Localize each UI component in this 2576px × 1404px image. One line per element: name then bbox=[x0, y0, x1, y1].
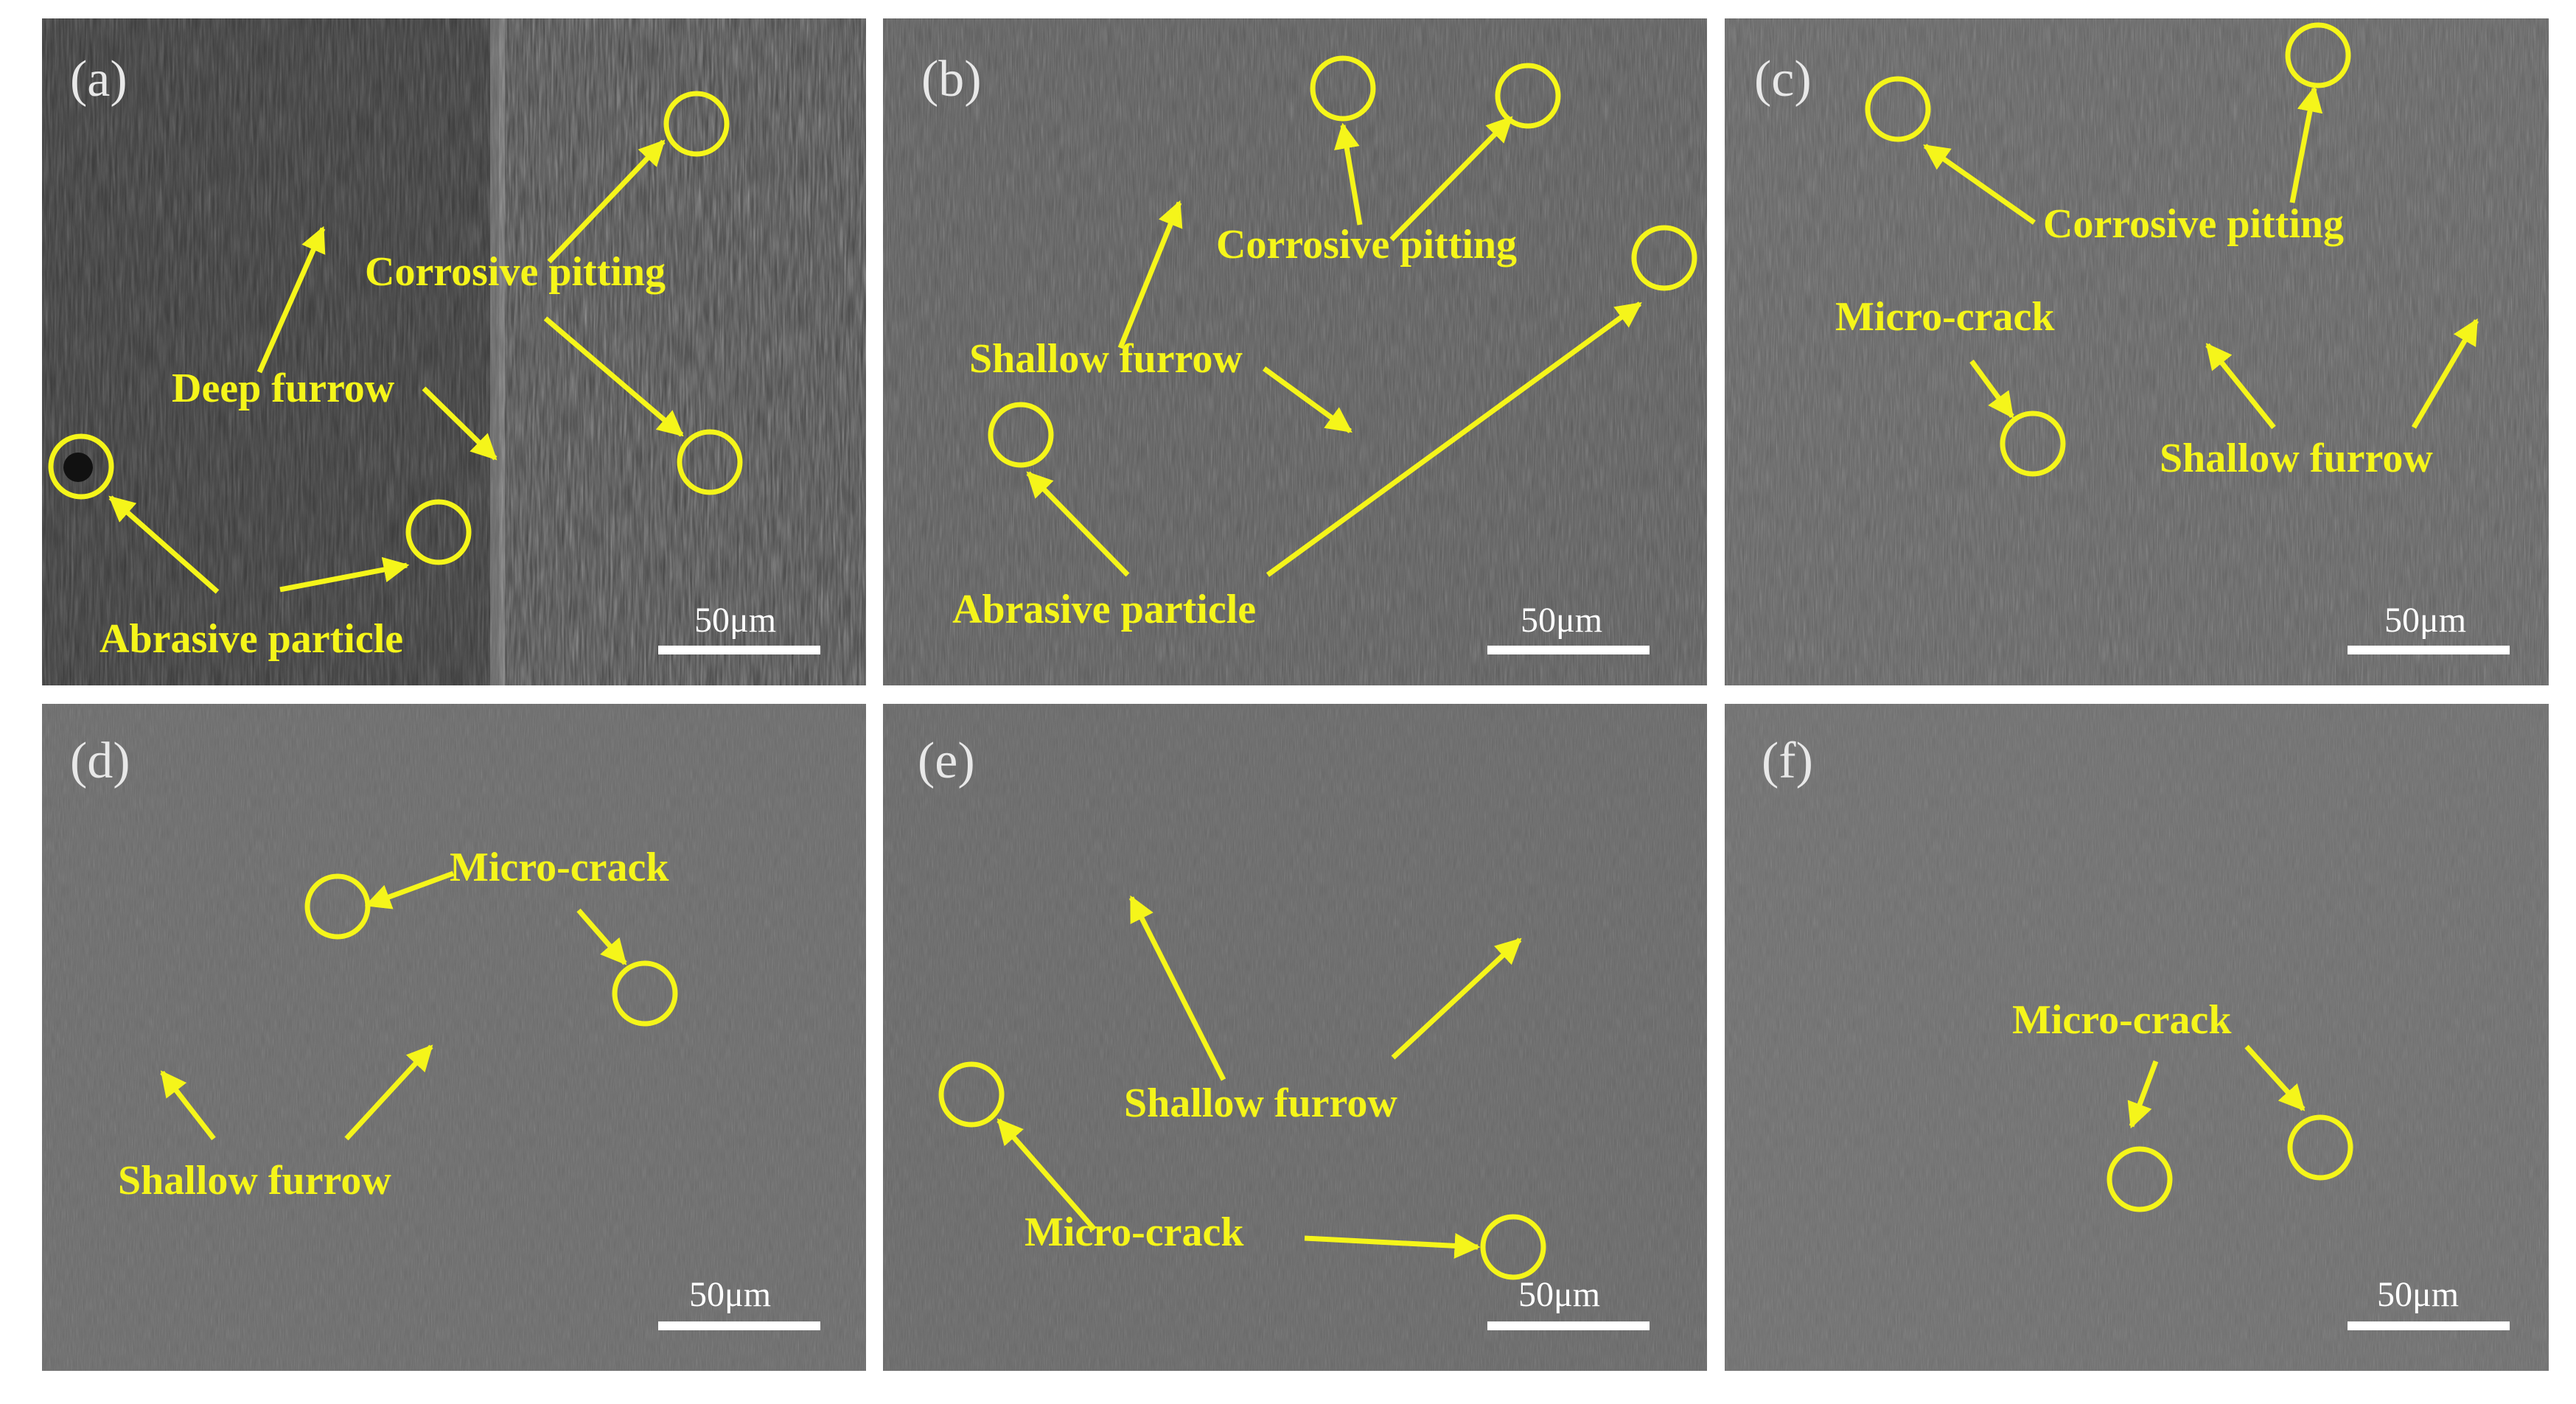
micro-crack-marker bbox=[2287, 1114, 2353, 1181]
panel-tag-e: (e) bbox=[918, 733, 975, 789]
scale-bar-label: 50μm bbox=[2384, 601, 2466, 640]
micro-crack-marker bbox=[938, 1061, 1005, 1128]
arrow bbox=[108, 495, 220, 594]
arrow bbox=[1262, 366, 1352, 433]
arrow bbox=[364, 870, 455, 909]
arrow bbox=[2127, 1060, 2159, 1129]
arrow bbox=[1923, 144, 2036, 225]
scale-bar-label: 50μm bbox=[2377, 1275, 2459, 1314]
scale-bar bbox=[2348, 646, 2510, 654]
texture-d bbox=[42, 704, 866, 1371]
annotation-label: Shallow furrow bbox=[1124, 1080, 1397, 1126]
arrow bbox=[1117, 200, 1183, 349]
annotation-label: Corrosive pitting bbox=[365, 249, 666, 295]
scale-bar-label: 50μm bbox=[1521, 601, 1602, 640]
abrasive-particle-marker bbox=[405, 499, 472, 565]
panel-tag-c: (c) bbox=[1754, 51, 1812, 108]
arrow bbox=[1128, 895, 1226, 1081]
annotation-label: Micro-crack bbox=[2012, 997, 2232, 1043]
micro-crack-marker bbox=[1480, 1214, 1546, 1280]
scale-bar bbox=[1487, 1321, 1650, 1330]
scale-bar bbox=[2348, 1321, 2510, 1330]
micro-crack-marker bbox=[612, 960, 678, 1027]
corrosive-pit-marker bbox=[1631, 225, 1697, 291]
arrow bbox=[2411, 318, 2479, 429]
arrow bbox=[996, 1118, 1097, 1232]
abrasive-particle-marker bbox=[48, 433, 114, 500]
corrosive-pit-marker bbox=[663, 91, 730, 157]
annotation-label: Abrasive particle bbox=[952, 587, 1256, 632]
annotation-label: Shallow furrow bbox=[2160, 436, 2433, 481]
panel-tag-b: (b) bbox=[921, 51, 982, 108]
arrow bbox=[422, 386, 498, 461]
arrow bbox=[256, 226, 326, 374]
panel-a: (a) Corrosive pitting Deep furrow Abrasi… bbox=[42, 18, 866, 685]
dark-pit bbox=[63, 453, 93, 482]
annotation-label: Corrosive pitting bbox=[2043, 201, 2344, 247]
scale-bar bbox=[1487, 646, 1650, 654]
corrosive-pit-marker bbox=[677, 429, 743, 495]
micro-crack-marker bbox=[2000, 411, 2066, 477]
annotation-label: Deep furrow bbox=[172, 366, 395, 411]
arrow bbox=[2244, 1044, 2306, 1111]
annotation-label: Micro-crack bbox=[1835, 294, 2055, 340]
texture-f bbox=[1725, 704, 2549, 1371]
panel-c: (c) Corrosive pitting Micro-crack Shallo… bbox=[1725, 18, 2549, 685]
scale-bar-label: 50μm bbox=[689, 1275, 771, 1314]
arrow bbox=[543, 316, 684, 437]
texture-c bbox=[1725, 18, 2549, 685]
annotation-label: Corrosive pitting bbox=[1216, 222, 1517, 268]
arrow bbox=[160, 1070, 216, 1141]
panel-tag-f: (f) bbox=[1762, 733, 1813, 789]
arrow bbox=[1266, 301, 1642, 577]
arrow bbox=[279, 556, 410, 593]
panel-e: (e) Shallow furrow Micro-crack 50μm bbox=[883, 704, 1707, 1371]
annotation-label: Micro-crack bbox=[450, 845, 669, 890]
arrow bbox=[1026, 471, 1130, 577]
corrosive-pit-marker bbox=[2285, 22, 2351, 88]
arrow bbox=[547, 139, 666, 264]
annotation-label: Micro-crack bbox=[1025, 1209, 1244, 1255]
corrosive-pit-marker bbox=[1310, 55, 1376, 122]
annotation-label: Abrasive particle bbox=[100, 616, 403, 662]
arrow bbox=[1389, 116, 1513, 242]
annotation-label: Shallow furrow bbox=[118, 1158, 391, 1204]
panel-tag-a: (a) bbox=[70, 51, 128, 108]
panel-tag-d: (d) bbox=[70, 733, 130, 789]
scale-bar-label: 50μm bbox=[1518, 1275, 1600, 1314]
corrosive-pit-marker bbox=[1865, 76, 1931, 142]
abrasive-particle-marker bbox=[988, 402, 1054, 468]
scale-bar-label: 50μm bbox=[694, 601, 776, 640]
arrow bbox=[2205, 343, 2276, 430]
corrosive-pit-marker bbox=[1495, 63, 1561, 129]
arrow bbox=[344, 1044, 433, 1141]
arrow bbox=[576, 908, 627, 965]
arrow bbox=[1969, 359, 2014, 419]
arrow bbox=[1334, 122, 1363, 226]
panel-f: (f) Micro-crack 50μm bbox=[1725, 704, 2549, 1371]
arrow bbox=[1304, 1232, 1481, 1259]
panel-d: (d) Micro-crack Shallow furrow 50μm bbox=[42, 704, 866, 1371]
annotation-label: Shallow furrow bbox=[969, 336, 1243, 382]
scale-bar bbox=[658, 1321, 820, 1330]
texture-e bbox=[883, 704, 1707, 1371]
micro-crack-marker bbox=[2106, 1146, 2173, 1212]
arrow bbox=[2289, 85, 2323, 203]
scale-bar bbox=[658, 646, 820, 654]
arrow bbox=[1391, 937, 1522, 1060]
light-band-a bbox=[490, 18, 505, 685]
panel-b: (b) Corrosive pitting Shallow furrow Abr… bbox=[883, 18, 1707, 685]
